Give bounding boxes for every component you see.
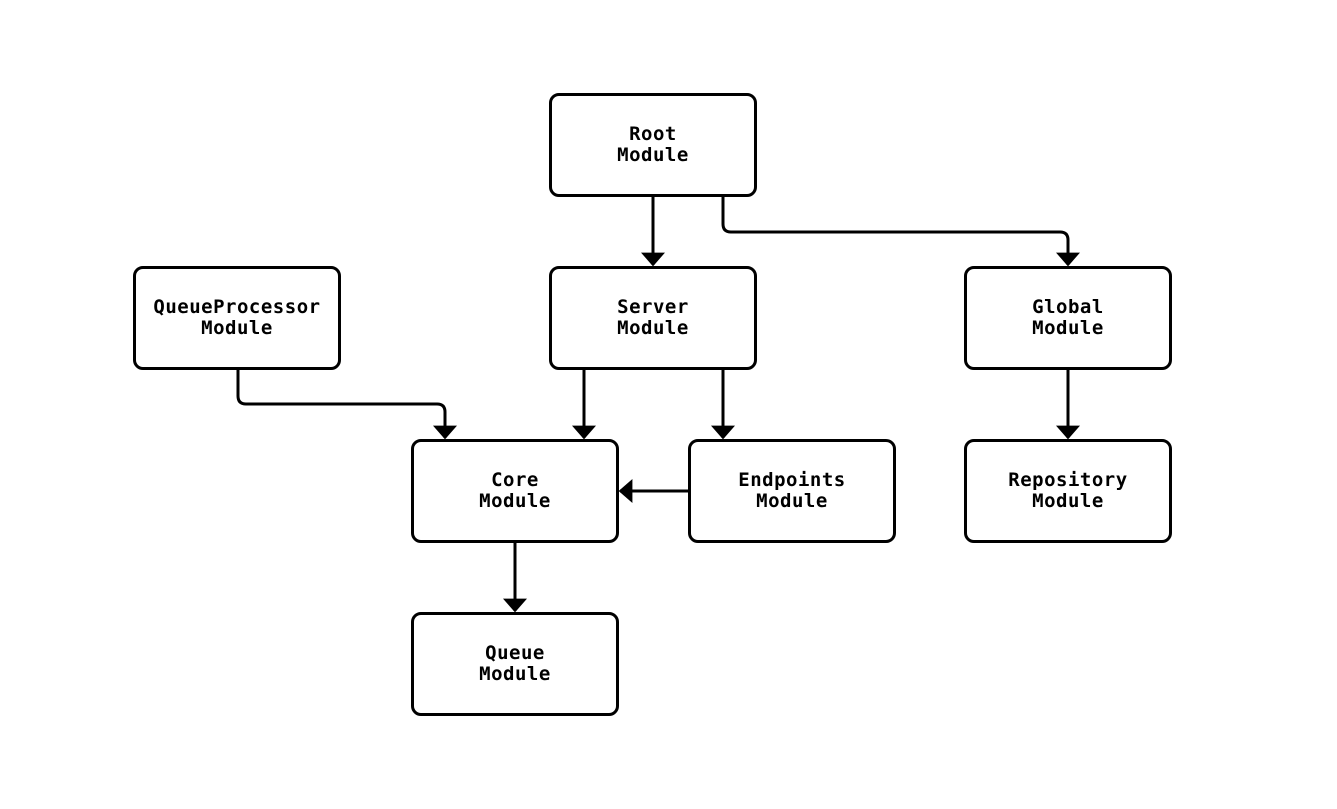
node-queue-module-label: Queue Module (479, 642, 551, 685)
node-queueprocessor-module: QueueProcessor Module (133, 266, 341, 370)
node-root-module-label: Root Module (617, 123, 689, 166)
node-global-module-label: Global Module (1032, 296, 1104, 339)
node-core-module-label: Core Module (479, 469, 551, 512)
node-repository-module-label: Repository Module (1008, 469, 1128, 512)
node-server-module-label: Server Module (617, 296, 689, 339)
node-queue-module: Queue Module (411, 612, 619, 716)
node-queueprocessor-module-label: QueueProcessor Module (153, 296, 321, 339)
node-endpoints-module: Endpoints Module (688, 439, 896, 543)
node-repository-module: Repository Module (964, 439, 1172, 543)
node-server-module: Server Module (549, 266, 757, 370)
node-root-module: Root Module (549, 93, 757, 197)
edge-queueprocessor-to-core (236, 370, 457, 440)
node-endpoints-module-label: Endpoints Module (738, 469, 846, 512)
node-core-module: Core Module (411, 439, 619, 543)
edge-root-to-global (721, 197, 1080, 267)
node-global-module: Global Module (964, 266, 1172, 370)
